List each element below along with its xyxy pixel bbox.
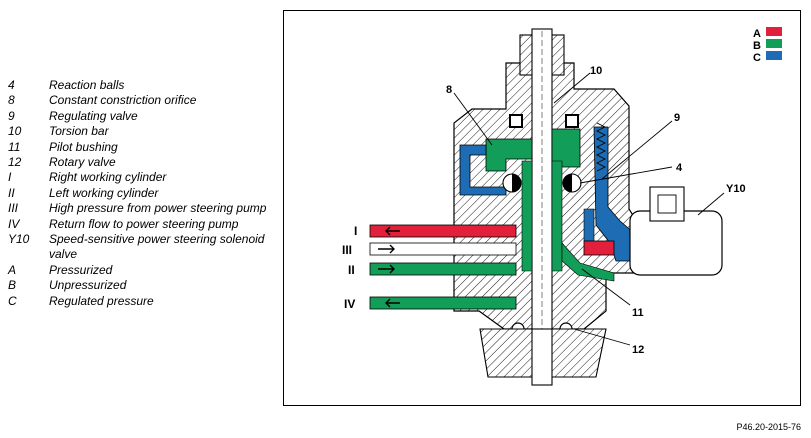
green-inner-right bbox=[551, 160, 563, 272]
key-label-b: B bbox=[753, 40, 761, 52]
green-channel-top bbox=[485, 138, 533, 172]
callout-IV: IV bbox=[344, 297, 355, 311]
line-I-arrow bbox=[385, 226, 400, 236]
key-label-a: A bbox=[753, 28, 761, 40]
callout-I: I bbox=[354, 224, 357, 238]
green-inner-left bbox=[521, 160, 533, 272]
seal-right bbox=[565, 114, 579, 128]
lower-shaft bbox=[531, 328, 553, 386]
regulating-valve-spring bbox=[595, 122, 607, 172]
key-swatch-c bbox=[766, 51, 782, 60]
blue-channel-left bbox=[459, 144, 507, 196]
callout-III: III bbox=[342, 243, 352, 257]
callout-y10: Y10 bbox=[726, 183, 746, 195]
callout-11: 11 bbox=[632, 307, 644, 319]
line-II-arrow bbox=[378, 264, 395, 274]
callout-12: 12 bbox=[632, 344, 644, 356]
line-I-pipe bbox=[369, 224, 517, 238]
blue-channel-right bbox=[583, 208, 595, 242]
line-III-pipe bbox=[369, 242, 517, 256]
red-solenoid-port bbox=[583, 240, 615, 256]
callout-leaders bbox=[453, 72, 725, 346]
callout-4: 4 bbox=[676, 162, 683, 174]
green-channel-top-right bbox=[551, 128, 581, 168]
steering-valve-diagram: A B C 10 8 9 4 Y10 11 12 I III II IV bbox=[342, 27, 782, 386]
line-II-pipe bbox=[369, 262, 517, 276]
reaction-ball-right-shade bbox=[563, 174, 572, 192]
green-lower-sleeve bbox=[561, 242, 615, 282]
diagram-frame: A B C 10 8 9 4 Y10 11 12 I III II IV bbox=[283, 10, 801, 406]
solenoid-pin bbox=[657, 194, 677, 214]
seal-left bbox=[509, 114, 523, 128]
key-swatch-b bbox=[766, 39, 782, 48]
callout-8: 8 bbox=[446, 84, 452, 96]
line-IV-pipe bbox=[369, 296, 517, 310]
figure-reference: P46.20-2015-76 bbox=[736, 422, 801, 432]
callout-9: 9 bbox=[674, 112, 680, 124]
callout-10: 10 bbox=[590, 65, 602, 77]
reaction-ball-left-shade bbox=[512, 174, 521, 192]
key-swatch-a bbox=[766, 27, 782, 36]
callout-II: II bbox=[348, 263, 355, 277]
key-label-c: C bbox=[753, 52, 761, 64]
line-III-arrow bbox=[378, 244, 395, 254]
line-IV-arrow bbox=[385, 298, 400, 308]
